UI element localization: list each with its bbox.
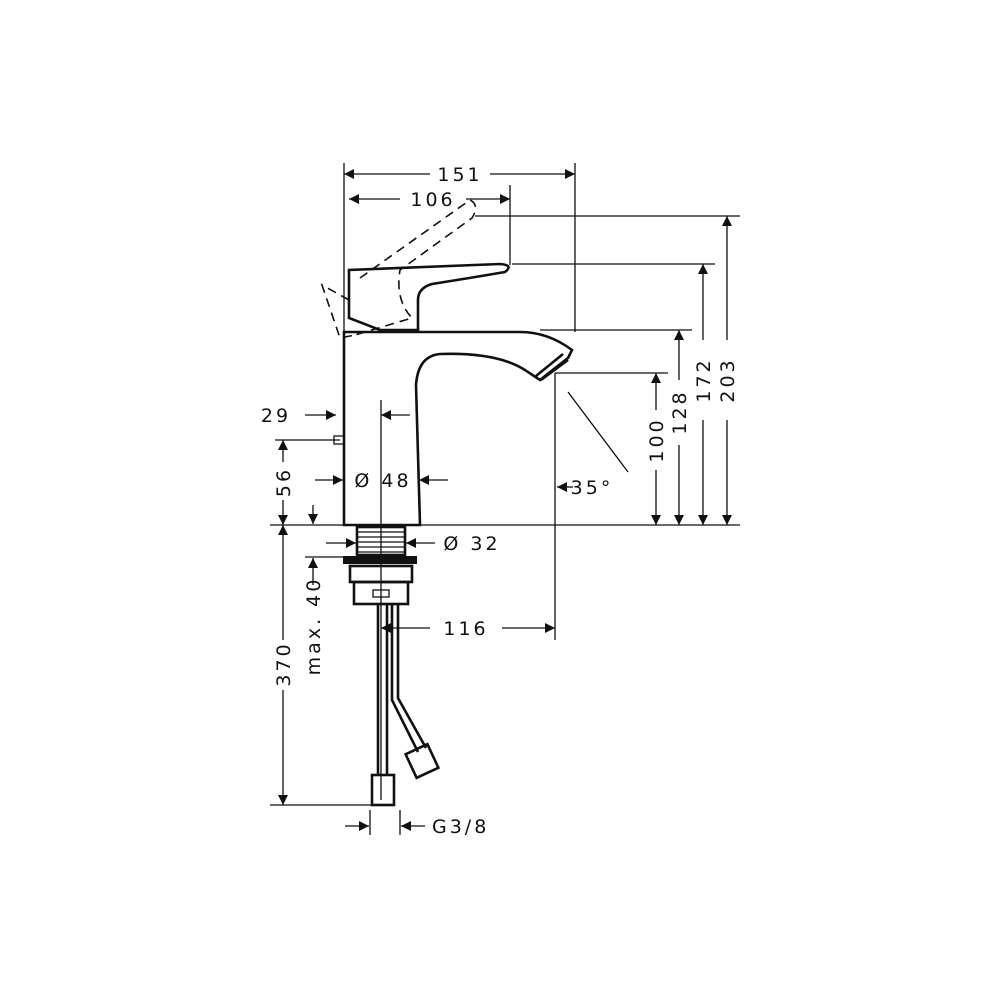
dim-106: 106: [410, 189, 455, 211]
dim-203: 203: [717, 357, 739, 402]
dim-172: 172: [693, 357, 715, 402]
faucet-body: [320, 199, 574, 527]
spray-angle-indicator: [557, 391, 629, 492]
dim-56: 56: [273, 467, 295, 497]
dimension-labels: 151 106 203 172 128 100 29 56 Ø 48 Ø 32 …: [261, 164, 739, 838]
aerator: [535, 352, 569, 382]
dim-29: 29: [261, 405, 291, 427]
dim-diameter-48: Ø 48: [354, 470, 411, 492]
lever-raised-outline: [320, 199, 477, 339]
dim-100: 100: [646, 417, 668, 462]
dim-diameter-32: Ø 32: [443, 533, 500, 555]
dim-g3-8: G3/8: [432, 816, 489, 838]
popup-rod: [333, 435, 345, 445]
dim-max-40: max. 40: [303, 577, 325, 676]
supply-hoses: [370, 604, 441, 807]
dimension-lines: [278, 169, 732, 831]
extension-lines: [270, 163, 740, 835]
mounting-assembly: [343, 525, 417, 606]
dim-116: 116: [443, 618, 488, 640]
dim-128: 128: [669, 389, 691, 434]
lever-handle: [347, 262, 510, 332]
dim-370: 370: [273, 641, 295, 686]
dim-angle-35: 35°: [571, 477, 614, 499]
dim-151: 151: [437, 164, 482, 186]
